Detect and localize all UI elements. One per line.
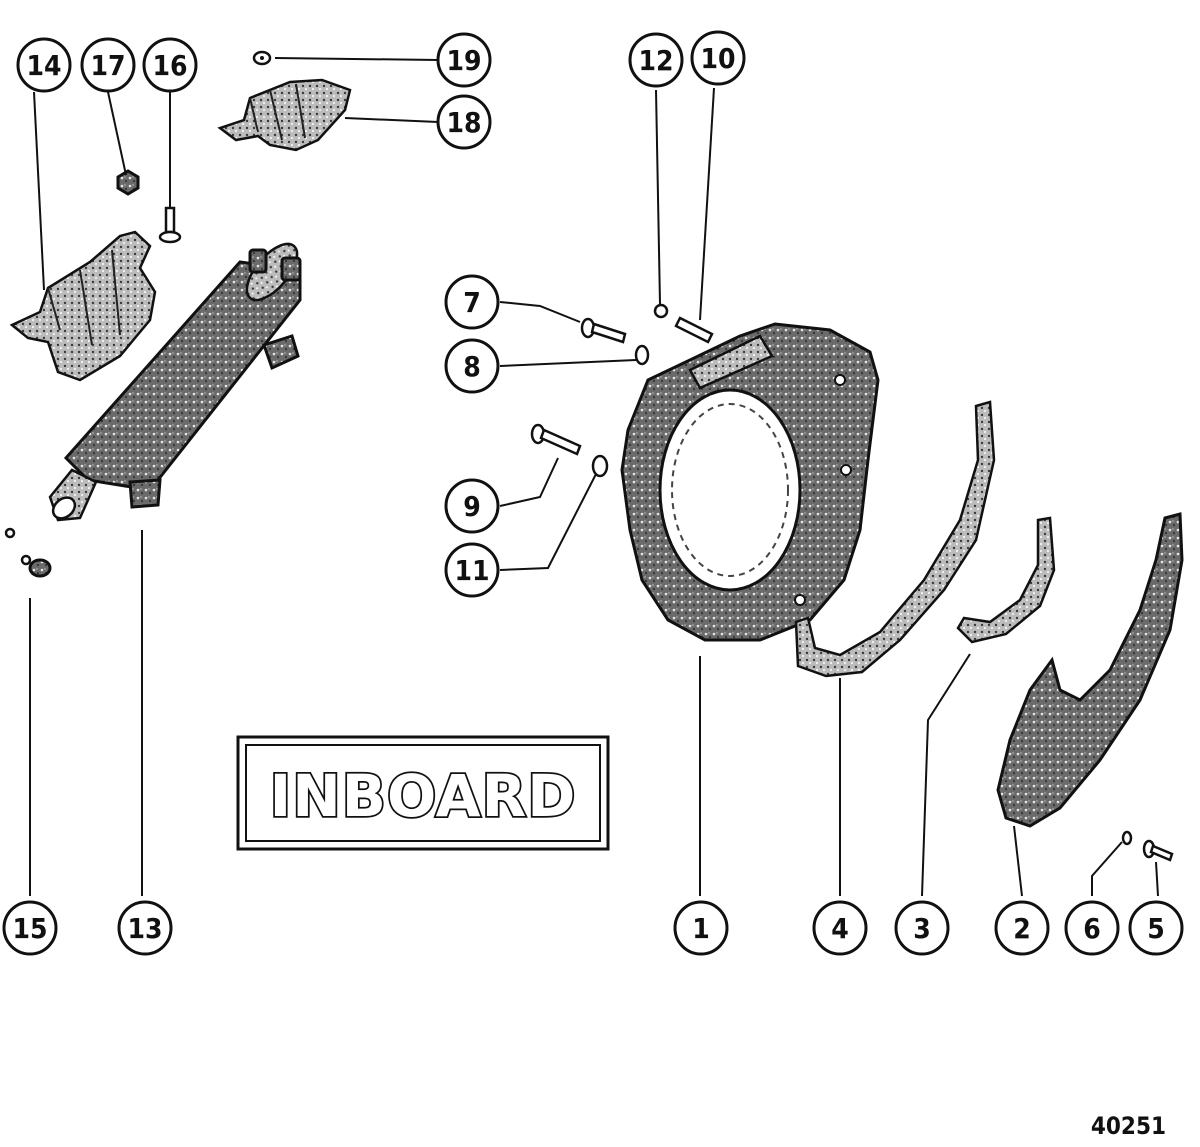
callout-11-label: 11 xyxy=(454,554,489,587)
callout-17-label: 17 xyxy=(90,49,125,82)
callout-2-label: 2 xyxy=(1013,912,1031,945)
callout-18: 18 xyxy=(436,94,492,150)
callout-5-label: 5 xyxy=(1147,912,1165,945)
callout-19: 19 xyxy=(436,32,492,88)
callout-16: 16 xyxy=(142,37,198,93)
part-10-stud xyxy=(674,316,714,344)
part-12-nut xyxy=(653,303,669,319)
callout-12-label: 12 xyxy=(638,44,673,77)
part-14-heat-shield xyxy=(9,230,157,382)
callout-11: 11 xyxy=(444,542,500,598)
part-1-flywheel-housing xyxy=(620,322,880,642)
inboard-label-box: INBOARD xyxy=(236,735,610,851)
callout-14-label: 14 xyxy=(26,49,61,82)
callout-1: 1 xyxy=(673,900,729,956)
part-13-exhaust-cooler xyxy=(48,242,302,522)
part-3-gasket xyxy=(956,516,1056,644)
callout-7: 7 xyxy=(444,274,500,330)
callout-18-label: 18 xyxy=(446,106,481,139)
callout-7-label: 7 xyxy=(463,286,481,319)
part-15-fittings xyxy=(4,527,52,578)
part-7-bolt xyxy=(580,317,627,344)
callout-17: 17 xyxy=(80,37,136,93)
callout-4: 4 xyxy=(812,900,868,956)
leader-lines xyxy=(29,57,1159,897)
part-19-nut xyxy=(252,50,272,66)
part-9-bolt xyxy=(530,423,582,456)
callout-2: 2 xyxy=(994,900,1050,956)
callout-9-label: 9 xyxy=(463,490,481,523)
callout-8: 8 xyxy=(444,338,500,394)
callout-13: 13 xyxy=(117,900,173,956)
callout-3: 3 xyxy=(894,900,950,956)
callout-4-label: 4 xyxy=(831,912,849,945)
callout-19-label: 19 xyxy=(446,44,481,77)
callout-13-label: 13 xyxy=(127,912,162,945)
callout-3-label: 3 xyxy=(913,912,931,945)
callout-6: 6 xyxy=(1064,900,1120,956)
callout-6-label: 6 xyxy=(1083,912,1101,945)
callout-16-label: 16 xyxy=(152,49,187,82)
part-2-cover-plate xyxy=(996,512,1184,828)
part-16-bolt xyxy=(158,206,182,244)
part-18-heat-shield xyxy=(217,78,352,152)
callout-1-label: 1 xyxy=(692,912,710,945)
part-5-bolt xyxy=(1142,839,1174,862)
callout-12: 12 xyxy=(628,32,684,88)
callout-8-label: 8 xyxy=(463,350,481,383)
part-11-washer xyxy=(591,454,609,478)
callout-15: 15 xyxy=(2,900,58,956)
callout-10-label: 10 xyxy=(700,42,735,75)
part-6-washer xyxy=(1121,830,1133,846)
inboard-label: INBOARD xyxy=(270,762,577,830)
callout-14: 14 xyxy=(16,37,72,93)
callout-15-label: 15 xyxy=(12,912,47,945)
part-4-gasket xyxy=(794,400,996,678)
part-8-washer xyxy=(634,344,650,366)
figure-number: 40251 xyxy=(1090,1112,1166,1140)
part-17-nut xyxy=(116,169,140,196)
callout-10: 10 xyxy=(690,30,746,86)
callout-9: 9 xyxy=(444,478,500,534)
callout-5: 5 xyxy=(1128,900,1184,956)
